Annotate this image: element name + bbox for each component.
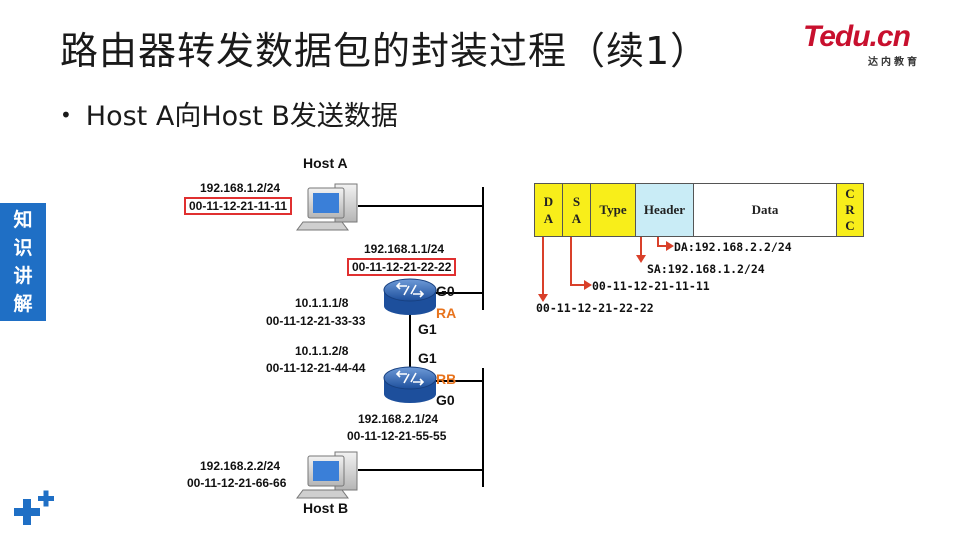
router-ra-icon	[383, 278, 437, 315]
frame-sa-mac: 00-11-12-21-11-11	[592, 279, 710, 293]
ethernet-frame: D A S A Type Header Data C R C	[534, 183, 864, 237]
ra-g0-mac: 00-11-12-21-22-22	[347, 258, 457, 276]
bullet-point: • Host A向Host B发送数据	[60, 94, 398, 133]
bullet-dot-icon: •	[60, 103, 72, 127]
bullet-text: Host A向Host B发送数据	[85, 101, 398, 132]
frame-da-ip: DA:192.168.2.2/24	[674, 240, 792, 254]
logo-sub-text: 达内教育	[868, 57, 920, 68]
host-b-ip: 192.168.2.2/24	[200, 459, 281, 473]
rb-g0-ip: 192.168.2.1/24	[358, 412, 439, 426]
frame-field-type: Type	[591, 184, 636, 236]
host-a-name: Host A	[303, 155, 348, 171]
tedu-logo: Tedu.cn 达内教育	[803, 20, 938, 70]
rb-g1-ip: 10.1.1.2/8	[295, 344, 349, 358]
frame-field-data: Data	[694, 184, 837, 236]
logo-main-text: Tedu.cn	[803, 20, 911, 53]
rb-g0-label: G0	[436, 392, 455, 408]
rb-g0-mac: 00-11-12-21-55-55	[347, 429, 447, 443]
plus-decoration-icon	[14, 490, 54, 525]
side-tab-char: 讲	[13, 265, 33, 287]
page-title: 路由器转发数据包的封装过程（续1）	[60, 29, 710, 73]
frame-arrows	[538, 235, 674, 302]
host-b-mac: 00-11-12-21-66-66	[187, 476, 287, 490]
frame-field-da: D A	[535, 184, 563, 236]
side-tab-char: 识	[13, 237, 33, 259]
frame-field-sa: S A	[563, 184, 591, 236]
side-tab-char: 知	[13, 209, 33, 231]
host-a-ip: 192.168.1.2/24	[200, 181, 281, 195]
ra-g1-label: G1	[418, 321, 437, 337]
ra-g1-mac: 00-11-12-21-33-33	[266, 314, 366, 328]
frame-field-header: Header	[636, 184, 694, 236]
host-b-name: Host B	[303, 500, 349, 516]
ra-g0-ip: 192.168.1.1/24	[364, 242, 445, 256]
host-b-computer-icon	[296, 451, 358, 499]
router-rb-icon	[383, 366, 437, 403]
ra-g1-ip: 10.1.1.1/8	[295, 296, 349, 310]
rb-g1-label: G1	[418, 350, 437, 366]
frame-field-crc: C R C	[837, 184, 863, 236]
side-section-tab: 知 识 讲 解	[0, 203, 46, 321]
ra-g0-label: G0	[436, 283, 455, 299]
ra-name: RA	[436, 305, 457, 321]
host-a-mac: 00-11-12-21-11-11	[184, 197, 293, 215]
host-a-computer-icon	[296, 183, 358, 231]
frame-da-mac: 00-11-12-21-22-22	[536, 301, 654, 315]
side-tab-char: 解	[13, 293, 33, 315]
frame-sa-ip: SA:192.168.1.2/24	[647, 262, 765, 276]
rb-name: RB	[436, 371, 457, 387]
rb-g1-mac: 00-11-12-21-44-44	[266, 361, 366, 375]
